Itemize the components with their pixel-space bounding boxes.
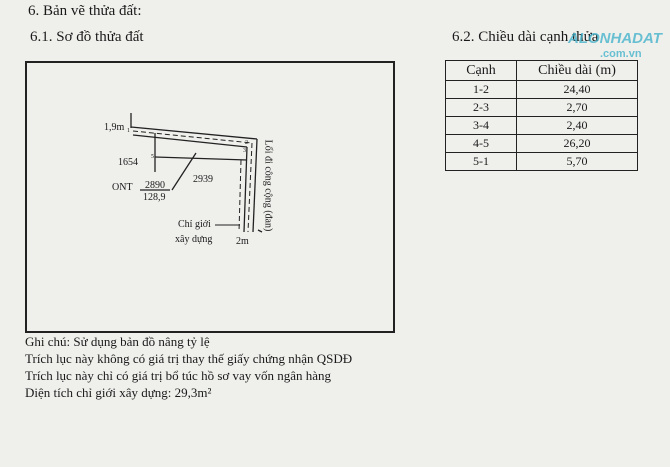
edge-cell: 1-2 xyxy=(445,80,517,99)
label-land-type: ONT xyxy=(112,182,133,193)
label-parcel-2890: 2890 xyxy=(145,180,165,191)
length-cell: 2,40 xyxy=(516,116,638,135)
label-width-top: 1,9m xyxy=(104,122,125,133)
parcel-map-frame xyxy=(25,61,395,333)
notes: Ghi chú: Sử dụng bản đồ nâng tỷ lệ Trích… xyxy=(25,333,352,401)
label-parcel-1654: 1654 xyxy=(118,157,138,168)
point-1: 1 xyxy=(127,128,130,134)
label-boundary-1: Chỉ giới xyxy=(178,219,211,230)
label-parcel-2939: 2939 xyxy=(193,174,213,185)
label-road: Lối đi công cộng (đan) xyxy=(262,139,274,232)
edge-cell: 3-4 xyxy=(445,116,517,135)
label-road-width: 2m xyxy=(236,236,249,247)
edge-1-2 xyxy=(130,126,258,140)
lengths-title: 6.2. Chiều dài cạnh thửa xyxy=(452,29,599,45)
leader-line xyxy=(171,152,197,191)
length-cell: 24,40 xyxy=(516,80,638,99)
edge-cell: 4-5 xyxy=(445,134,517,153)
edge-4-5 xyxy=(154,156,248,161)
map-title: 6.1. Sơ đồ thửa đất xyxy=(30,29,144,45)
watermark-domain: .com.vn xyxy=(600,48,642,60)
length-cell: 26,20 xyxy=(516,134,638,153)
inner-edge xyxy=(132,134,248,148)
setback-line-top xyxy=(132,130,253,144)
edge-cell: 5-1 xyxy=(445,152,517,171)
edge-cell: 2-3 xyxy=(445,98,517,117)
table-header: Cạnh Chiều dài (m) xyxy=(445,60,638,81)
inner-vertical xyxy=(243,146,248,233)
note-loan: Trích lục này chỉ có giá trị bổ túc hồ s… xyxy=(25,368,332,383)
section-title: 6. Bản vẽ thửa đất: xyxy=(28,3,142,19)
point-2: 2 xyxy=(245,140,248,146)
note-certificate: Trích lục này không có giá trị thay thế … xyxy=(25,351,353,366)
watermark-brand: ALONHADAT xyxy=(568,30,662,47)
label-boundary-2: xây dựng xyxy=(175,234,213,245)
edge-2-3 xyxy=(252,138,258,233)
note-scale: Ghi chú: Sử dụng bản đồ nâng tỷ lệ xyxy=(25,334,210,349)
header-length: Chiều dài (m) xyxy=(516,60,638,81)
length-cell: 5,70 xyxy=(516,152,638,171)
length-cell: 2,70 xyxy=(516,98,638,117)
note-area: Diện tích chỉ giới xây dựng: 29,3m² xyxy=(25,385,212,400)
point-3: 3 xyxy=(243,148,246,154)
point-5: 5 xyxy=(151,154,154,160)
header-edge: Cạnh xyxy=(445,60,517,81)
setback-line-right xyxy=(247,142,253,233)
label-area: 128,9 xyxy=(143,192,166,203)
